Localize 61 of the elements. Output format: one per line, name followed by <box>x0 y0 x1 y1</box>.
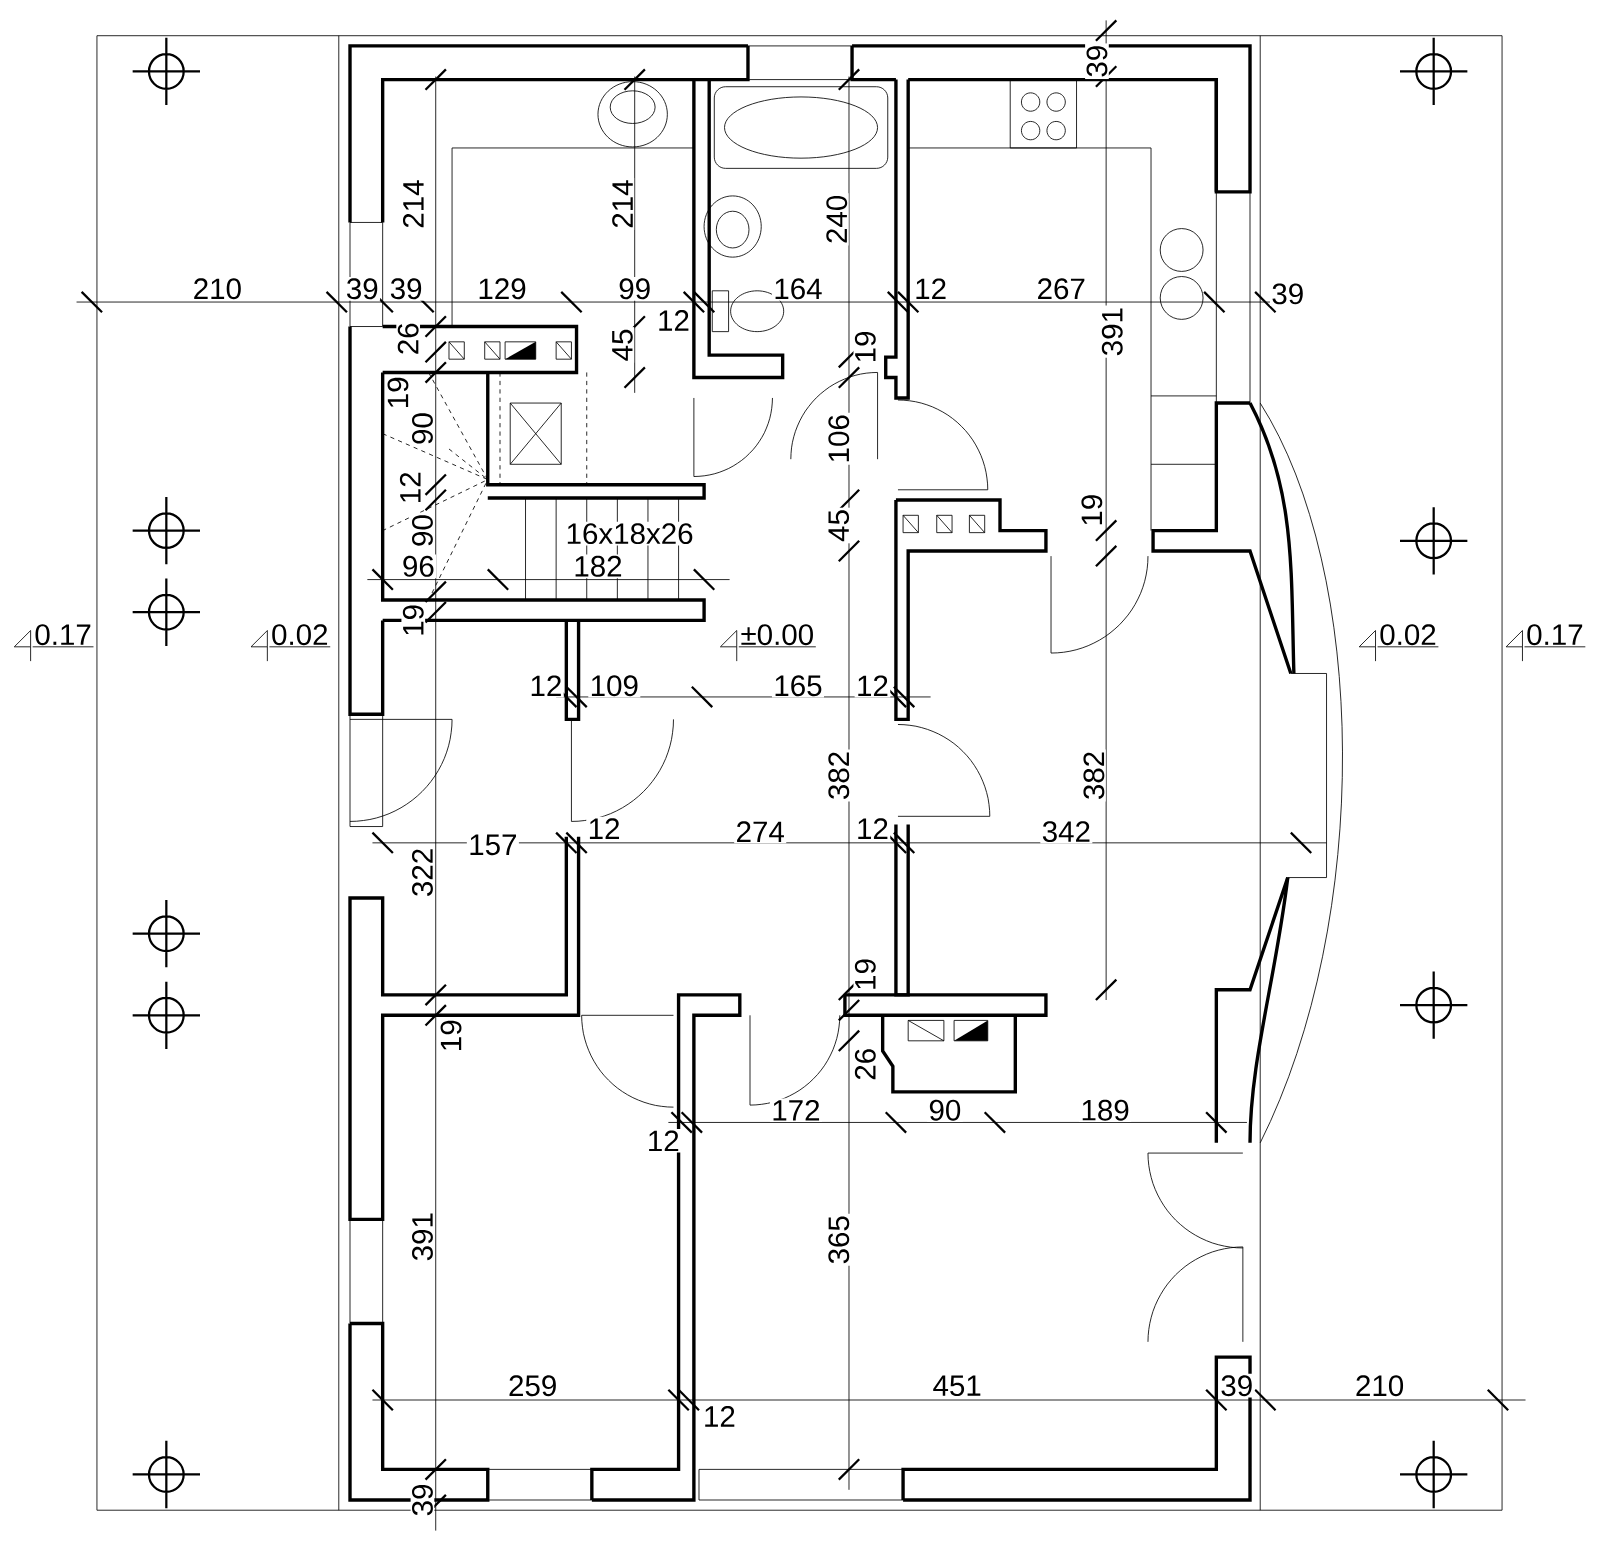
dimension-value: 210 <box>191 276 244 301</box>
level-mark: ±0.00 <box>720 622 817 662</box>
dimension-value: 12 <box>854 674 891 698</box>
dimension-value: 45 <box>827 507 851 544</box>
dimension-value: 342 <box>1040 819 1093 844</box>
dimension-value: 382 <box>1082 749 1106 802</box>
dimension-value: 214 <box>401 178 425 231</box>
dimension-value: 12 <box>655 308 692 333</box>
dimension-value: 99 <box>616 276 653 301</box>
dimension-value: 39 <box>1269 282 1306 306</box>
level-mark: 0.17 <box>13 622 94 662</box>
dimension-value: 164 <box>771 276 824 301</box>
dimension-value: 451 <box>931 1374 984 1398</box>
dimension-value: 26 <box>853 1046 878 1083</box>
dimension-value: 90 <box>410 410 435 447</box>
dimension-value: 391 <box>410 1210 435 1263</box>
level-mark: 0.17 <box>1505 622 1586 662</box>
dimension-value: 382 <box>826 749 851 802</box>
dimension-value: 267 <box>1035 276 1088 301</box>
dimension-value: 19 <box>439 1017 463 1054</box>
dimension-value: 19 <box>853 956 878 993</box>
dimension-value: 172 <box>769 1098 822 1122</box>
dimension-value: 322 <box>410 846 435 899</box>
dimension-value: 90 <box>927 1098 963 1123</box>
dimension-value: 16x18x26 <box>564 521 695 546</box>
dimension-value: 12 <box>645 1129 682 1153</box>
dimension-value: 365 <box>826 1213 851 1266</box>
dimension-value: 19 <box>1080 492 1104 529</box>
dimension-value: 12 <box>586 816 622 841</box>
dimension-value: 96 <box>400 554 437 579</box>
dimension-value: 106 <box>826 412 851 465</box>
dimension-value: 214 <box>610 178 635 231</box>
level-mark: 0.02 <box>250 622 331 662</box>
dimension-value: 259 <box>506 1373 559 1398</box>
dimension-value: 12 <box>912 277 949 301</box>
dimension-value: 19 <box>853 329 878 365</box>
dimension-value: 39 <box>1085 43 1109 80</box>
dimension-value: 391 <box>1100 305 1125 358</box>
dimension-value: 12 <box>701 1404 738 1429</box>
dimension-value: 26 <box>396 321 421 357</box>
dimension-value: 274 <box>734 819 787 844</box>
dimension-value: 12 <box>528 674 564 698</box>
dimension-value: 39 <box>344 276 381 301</box>
dimension-value: 157 <box>466 833 519 857</box>
dimension-value: 12 <box>854 816 891 841</box>
dimension-value: 182 <box>571 554 624 579</box>
dimension-value: 109 <box>588 673 641 698</box>
level-mark: 0.02 <box>1358 622 1439 662</box>
dimension-value: 39 <box>1218 1373 1255 1398</box>
dimension-value: 240 <box>824 193 849 246</box>
dimension-value: 90 <box>410 512 435 549</box>
dimension-value: 210 <box>1353 1373 1406 1398</box>
dimension-value: 19 <box>386 375 410 411</box>
dimension-value: 39 <box>388 276 424 301</box>
dimension-value: 12 <box>398 469 422 506</box>
dimension-value: 19 <box>401 602 426 639</box>
dimension-value: 129 <box>476 276 529 301</box>
dimension-value: 45 <box>610 327 635 363</box>
dimension-value: 189 <box>1079 1098 1132 1123</box>
dimension-value: 165 <box>771 673 824 698</box>
dimension-value: 39 <box>410 1482 435 1518</box>
